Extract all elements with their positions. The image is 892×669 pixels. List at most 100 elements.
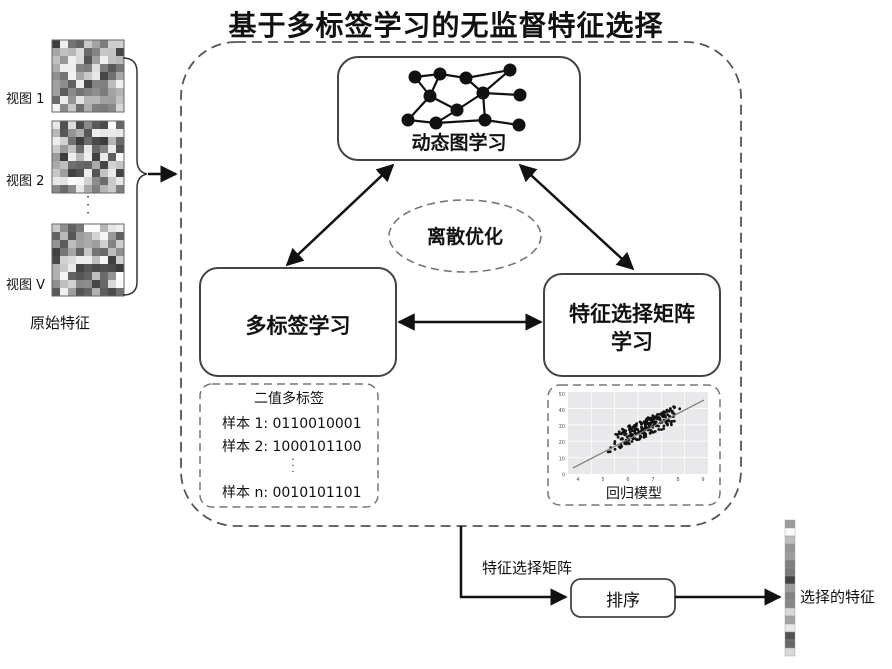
scatter-point <box>673 420 676 423</box>
matrix-cell <box>52 240 60 248</box>
views-brace <box>123 58 147 295</box>
matrix-cell <box>68 161 76 169</box>
matrix-cell <box>68 177 76 185</box>
scatter-point <box>644 427 647 430</box>
matrix-cell <box>116 232 124 240</box>
scatter-point <box>670 423 673 426</box>
matrix-cell <box>76 256 84 264</box>
scatter-point <box>614 433 617 436</box>
matrix-cell <box>108 153 116 161</box>
matrix-cell <box>116 145 124 153</box>
sample-1-label: 样本 1: 0110010001 <box>222 413 362 433</box>
scatter-point <box>639 437 642 440</box>
arrow-graph-featurematrix <box>520 165 633 269</box>
matrix-cell <box>92 272 100 280</box>
scatter-point <box>657 425 660 428</box>
matrix-cell <box>116 248 124 256</box>
matrix-cell <box>76 121 84 129</box>
scatter-point <box>618 433 621 436</box>
matrix-cell <box>68 64 76 72</box>
matrix-cell <box>108 256 116 264</box>
matrix-cell <box>52 169 60 177</box>
matrix-cell <box>60 177 68 185</box>
matrix-cell <box>116 121 124 129</box>
matrix-cell <box>52 177 60 185</box>
matrix-cell <box>84 104 92 112</box>
matrix-cell <box>60 240 68 248</box>
matrix-cell <box>92 256 100 264</box>
scatter-point <box>625 443 628 446</box>
matrix-cell <box>100 272 108 280</box>
scatter-point <box>640 428 643 431</box>
matrix-cell <box>92 280 100 288</box>
matrix-cell <box>116 40 124 48</box>
matrix-cell <box>76 264 84 272</box>
matrix-cell <box>108 48 116 56</box>
matrix-cell <box>68 137 76 145</box>
matrix-cell <box>92 240 100 248</box>
matrix-cell <box>92 129 100 137</box>
matrix-cell <box>116 161 124 169</box>
matrix-cell <box>52 129 60 137</box>
selected-features-bar <box>785 520 795 656</box>
view-v-label: 视图 V <box>6 274 45 293</box>
matrix-cell <box>92 232 100 240</box>
matrix-cell <box>68 72 76 80</box>
matrix-cell <box>100 248 108 256</box>
matrix-cell <box>116 64 124 72</box>
matrix-cell <box>60 121 68 129</box>
graph-node <box>451 104 464 117</box>
matrix-cell <box>116 169 124 177</box>
matrix-cell <box>76 272 84 280</box>
matrix-cell <box>100 56 108 64</box>
graph-node <box>514 89 527 102</box>
matrix-cell <box>68 224 76 232</box>
discrete-optimization-label: 离散优化 <box>389 222 541 249</box>
matrix-cell <box>100 137 108 145</box>
matrix-cell <box>52 56 60 64</box>
matrix-cell <box>100 232 108 240</box>
matrix-cell <box>108 64 116 72</box>
matrix-cell <box>108 185 116 193</box>
matrix-cell <box>84 80 92 88</box>
matrix-cell <box>116 72 124 80</box>
selected-feature-cell <box>785 520 795 528</box>
matrix-cell <box>68 121 76 129</box>
graph-node <box>424 90 437 103</box>
selected-feature-cell <box>785 624 795 632</box>
matrix-cell <box>108 137 116 145</box>
scatter-point <box>639 421 642 424</box>
sample-n-label: 样本 n: 0010101101 <box>222 482 362 502</box>
matrix-cell <box>108 96 116 104</box>
matrix-cell <box>100 288 108 296</box>
matrix-cell <box>92 48 100 56</box>
matrix-cell <box>76 161 84 169</box>
matrix-cell <box>68 288 76 296</box>
matrix-cell <box>108 232 116 240</box>
matrix-cell <box>60 288 68 296</box>
matrix-cell <box>52 248 60 256</box>
matrix-cell <box>60 256 68 264</box>
selected-feature-cell <box>785 592 795 600</box>
y-tick-label: 0 <box>562 472 565 478</box>
matrix-cell <box>100 129 108 137</box>
matrix-cell <box>100 40 108 48</box>
matrix-cell <box>100 88 108 96</box>
matrix-cell <box>92 177 100 185</box>
matrix-cell <box>92 288 100 296</box>
matrix-cell <box>76 104 84 112</box>
matrix-cell <box>116 137 124 145</box>
scatter-point <box>671 410 674 413</box>
scatter-point <box>609 450 612 453</box>
matrix-cell <box>84 64 92 72</box>
matrix-cell <box>60 48 68 56</box>
matrix-cell <box>76 129 84 137</box>
matrix-cell <box>100 153 108 161</box>
regression-caption: 回归模型 <box>548 483 720 503</box>
matrix-cell <box>100 80 108 88</box>
scatter-point <box>623 430 626 433</box>
scatter-point <box>657 428 660 431</box>
matrix-cell <box>52 40 60 48</box>
scatter-point <box>643 420 646 423</box>
matrix-cell <box>60 248 68 256</box>
